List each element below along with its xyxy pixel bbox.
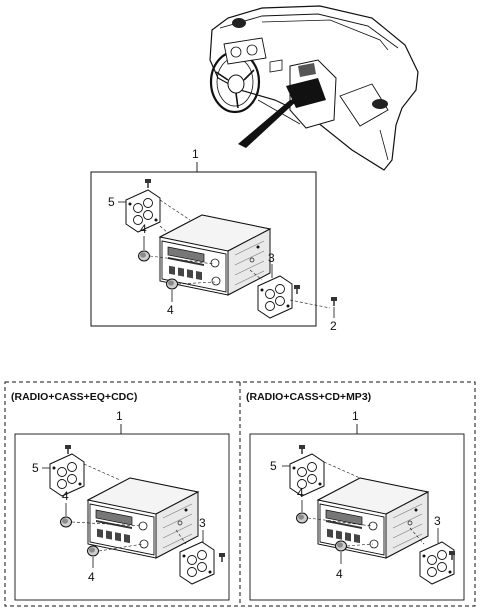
callout-5-right: 5 bbox=[270, 459, 277, 473]
callout-4-right-lower: 4 bbox=[336, 567, 343, 581]
callout-3-right: 3 bbox=[434, 514, 441, 528]
variant-right-bracket-right bbox=[419, 541, 455, 585]
callout-1-top: 1 bbox=[192, 147, 199, 161]
variant-right-knob-lower bbox=[335, 540, 347, 552]
callout-5-left: 5 bbox=[32, 461, 39, 475]
dashboard-illustration bbox=[209, 5, 419, 171]
variant-right-bracket-left bbox=[289, 453, 325, 497]
variant-left-knob-lower bbox=[87, 545, 99, 557]
variant-left-radio bbox=[87, 477, 199, 559]
variant-right-caption: (RADIO+CASS+CD+MP3) bbox=[246, 391, 371, 403]
variant-left-knob-upper bbox=[60, 516, 72, 528]
mounting-bracket-right bbox=[257, 275, 293, 319]
screw-item-2 bbox=[330, 296, 338, 307]
variant-left-bracket-right bbox=[179, 541, 215, 585]
variant-right: (RADIO+CASS+CD+MP3) 1 5 4 4 3 bbox=[246, 391, 465, 601]
callout-4-right-upper: 4 bbox=[297, 486, 304, 500]
callout-4-top-upper: 4 bbox=[140, 222, 147, 236]
callout-5-top: 5 bbox=[108, 195, 115, 209]
callout-2-top: 2 bbox=[330, 319, 337, 333]
knob-lower bbox=[166, 278, 178, 290]
knob-upper bbox=[138, 250, 150, 262]
assembly-frame bbox=[90, 171, 317, 327]
callout-3-top: 3 bbox=[268, 251, 275, 265]
variant-left: (RADIO+CASS+EQ+CDC) 1 5 4 4 3 bbox=[11, 391, 230, 601]
callout-4-top-lower: 4 bbox=[167, 303, 174, 317]
screw-top-right bbox=[293, 284, 301, 295]
top-exploded-view: 1 5 4 4 3 2 bbox=[90, 147, 338, 333]
variant-left-caption: (RADIO+CASS+EQ+CDC) bbox=[11, 391, 137, 403]
variant-right-radio bbox=[317, 477, 429, 559]
variant-left-frame bbox=[14, 433, 230, 601]
variant-right-screw-top bbox=[298, 444, 306, 455]
callout-4-left-upper: 4 bbox=[62, 489, 69, 503]
callout-4-left-lower: 4 bbox=[88, 570, 95, 584]
variant-right-frame bbox=[249, 433, 465, 601]
callout-1-left: 1 bbox=[116, 409, 123, 423]
variant-left-screw-right bbox=[218, 552, 226, 563]
callout-1-right: 1 bbox=[352, 409, 359, 423]
callout-3-left: 3 bbox=[199, 516, 206, 530]
variant-right-knob-upper bbox=[296, 512, 308, 524]
variant-left-screw-top bbox=[64, 444, 72, 455]
screw-top-left bbox=[144, 178, 152, 189]
